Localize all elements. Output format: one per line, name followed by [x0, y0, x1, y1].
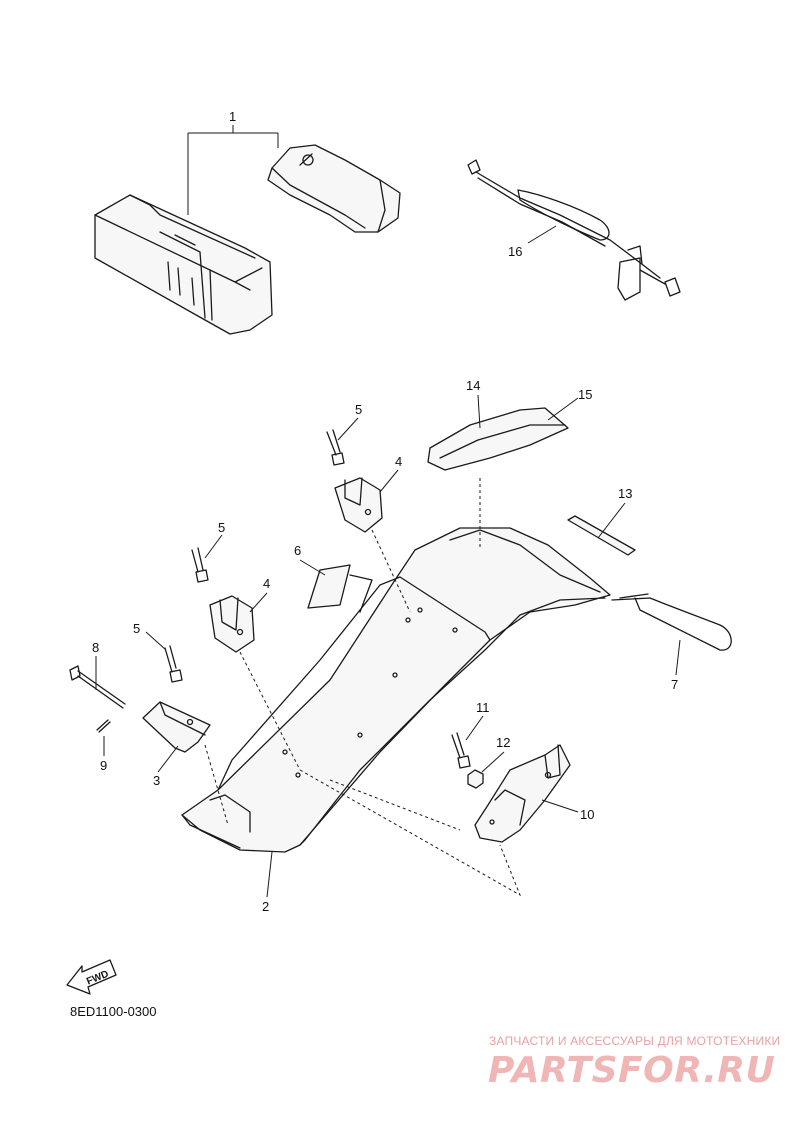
caution-label: [307, 564, 373, 613]
nut-12: [467, 769, 484, 789]
hinge-bracket: [142, 701, 211, 753]
bolt-5-middle: [191, 547, 209, 583]
tool-bag-box: [94, 194, 273, 335]
cotter-pin: [96, 719, 111, 733]
callout-10: 10: [580, 807, 594, 822]
callout-14: 14: [466, 378, 480, 393]
fwd-label: FWD: [85, 969, 110, 988]
bolt-11: [451, 732, 471, 769]
long-bolt: [69, 665, 126, 709]
callout-7: 7: [671, 677, 678, 692]
watermark-logo: PARTSFOR.RU: [488, 1050, 776, 1091]
callout-12: 12: [496, 735, 510, 750]
callout-16: 16: [508, 244, 522, 259]
callout-11: 11: [476, 700, 490, 715]
seat-bracket-lower: [209, 595, 255, 653]
fwd-arrow-icon: FWD: [66, 959, 117, 995]
bolt-5-lower: [164, 645, 183, 683]
seat-bracket-upper: [334, 477, 383, 533]
callout-15: 15: [578, 387, 592, 402]
callout-13: 13: [618, 486, 632, 501]
tool-bag-pouch: [267, 144, 401, 233]
seat-hook-wire: [611, 593, 732, 651]
callout-5-middle: 5: [218, 520, 225, 535]
rear-seat-bracket: [474, 744, 571, 843]
callout-5-lower: 5: [133, 621, 140, 636]
callout-4-upper: 4: [395, 454, 402, 469]
seat-lock-cable: [467, 159, 681, 301]
callout-6: 6: [294, 543, 301, 558]
callout-1: 1: [229, 109, 236, 124]
seat-damper: [427, 407, 569, 471]
callout-5-upper: 5: [355, 402, 362, 417]
bolt-5-upper: [326, 429, 345, 466]
watermark-tagline: ЗАПЧАСТИ И АКСЕССУАРЫ ДЛЯ МОТОТЕХНИКИ: [489, 1034, 781, 1048]
drawing-code: 8ED1100-0300: [70, 1004, 157, 1019]
callout-9: 9: [100, 758, 107, 773]
seal-strip: [567, 515, 636, 556]
callout-2: 2: [262, 899, 269, 914]
callout-4-middle: 4: [263, 576, 270, 591]
seat-base-panel: [181, 527, 611, 853]
callout-8: 8: [92, 640, 99, 655]
callout-3: 3: [153, 773, 160, 788]
